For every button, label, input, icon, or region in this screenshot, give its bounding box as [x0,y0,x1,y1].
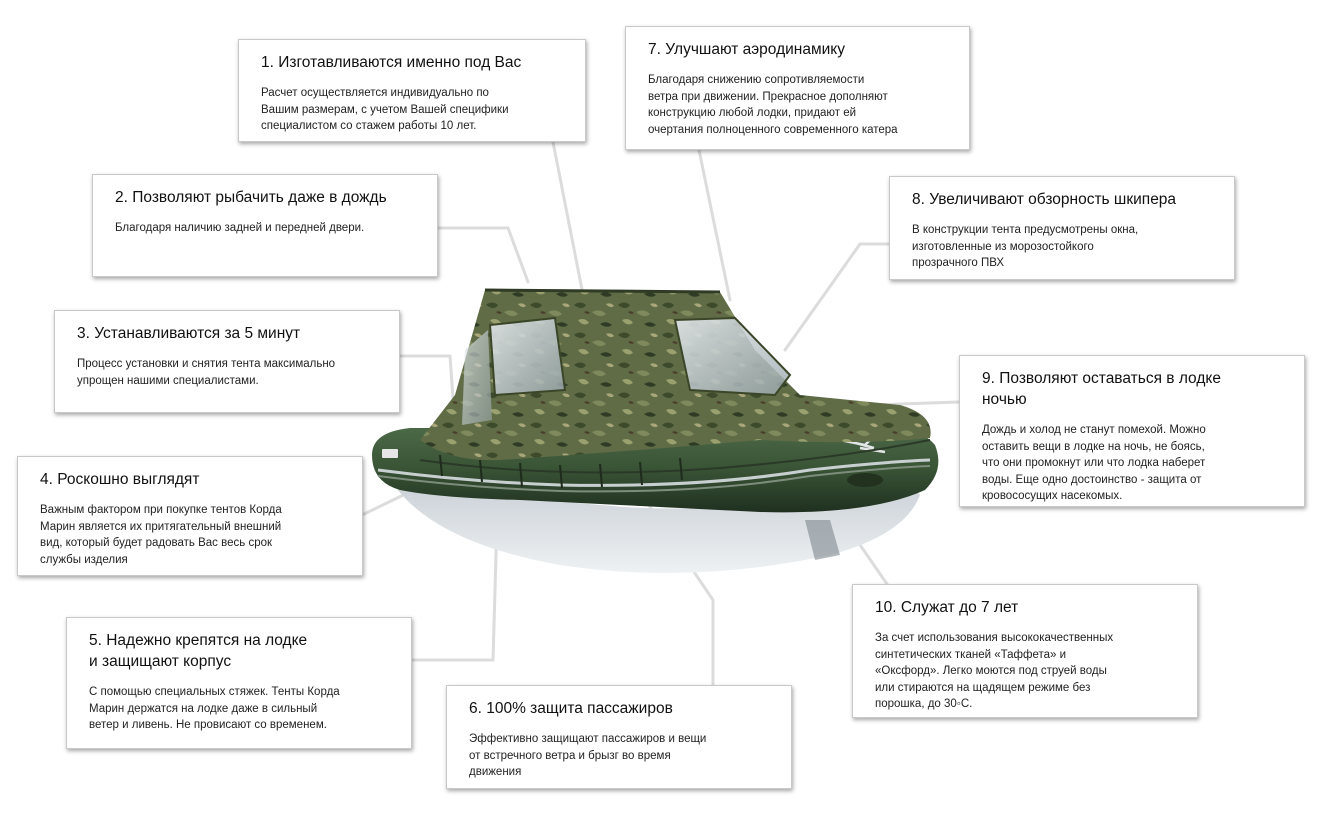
leader-line-8 [783,242,891,352]
motor-shadow [805,520,840,560]
leader-line-7 [697,148,732,302]
callout-5-text: С помощью специальных стяжек. Тенты Корд… [89,686,340,731]
leader-line-2 [436,226,530,284]
callout-9-title: 9. Позволяют оставаться в лодке ночью [982,370,1221,408]
callout-3-text: Процесс установки и снятия тента максима… [77,358,336,387]
callout-4-title: 4. Роскошно выглядят [40,471,200,488]
callout-4-appearance: 4. Роскошно выглядят Важным фактором при… [17,456,363,576]
callout-5-title: 5. Надежно крепятся на лодке и защищают … [89,632,308,670]
callout-6-text: Эффективно защищают пассажиров и вещи от… [469,733,707,778]
callout-8-text: В конструкции тента предусмотрены окна, … [912,224,1139,269]
callout-3-installation: 3. Устанавливаются за 5 минут Процесс ус… [54,310,400,413]
callout-9-overnight: 9. Позволяют оставаться в лодке ночью До… [959,355,1305,507]
callout-7-aerodynamics: 7. Улучшают аэродинамику Благодаря сниже… [625,26,970,150]
callout-5-secure-attachment: 5. Надежно крепятся на лодке и защищают … [66,617,412,749]
callout-2-fishing-in-rain: 2. Позволяют рыбачить даже в дождь Благо… [92,174,438,277]
callout-4-text: Важным фактором при покупке тентов Корда… [40,504,282,566]
leader-line-1 [551,140,587,307]
callout-7-text: Благодаря снижению сопротивляемости ветр… [648,74,898,136]
tent-window-rear [488,316,567,397]
boat-bottom [385,470,920,573]
callout-8-title: 8. Увеличивают обзорность шкипера [912,191,1177,208]
callout-2-title: 2. Позволяют рыбачить даже в дождь [115,189,387,206]
callout-10-title: 10. Служат до 7 лет [875,599,1019,616]
callout-1-custom-made: 1. Изготавливаются именно под Вас Расчет… [238,39,586,142]
handle [847,473,883,487]
tent-roof-seam [484,288,721,294]
callout-6-title: 6. 100% защита пассажиров [469,700,673,717]
tent-window-side [462,330,492,425]
boat-logo-plate [382,449,398,458]
callout-6-passenger-protection: 6. 100% защита пассажиров Эффективно защ… [446,685,792,789]
callout-2-text: Благодаря наличию задней и передней двер… [115,222,365,234]
tube-rubstrake [377,458,931,487]
tent-strap-line [419,439,931,474]
callout-9-text: Дождь и холод не станут помехой. Можно о… [982,424,1206,502]
callout-8-visibility: 8. Увеличивают обзорность шкипера В конс… [889,176,1235,280]
callout-1-title: 1. Изготавливаются именно под Вас [261,54,522,71]
tent-straps [439,454,683,489]
callout-10-text: За счет использования высококачественных… [875,632,1114,710]
tent-window-front [673,316,792,397]
callout-3-title: 3. Устанавливаются за 5 минут [77,325,301,342]
callout-1-text: Расчет осуществляется индивидуально по В… [261,87,509,132]
callout-10-durability: 10. Служат до 7 лет За счет использовани… [852,584,1198,718]
callout-7-title: 7. Улучшают аэродинамику [648,41,845,58]
